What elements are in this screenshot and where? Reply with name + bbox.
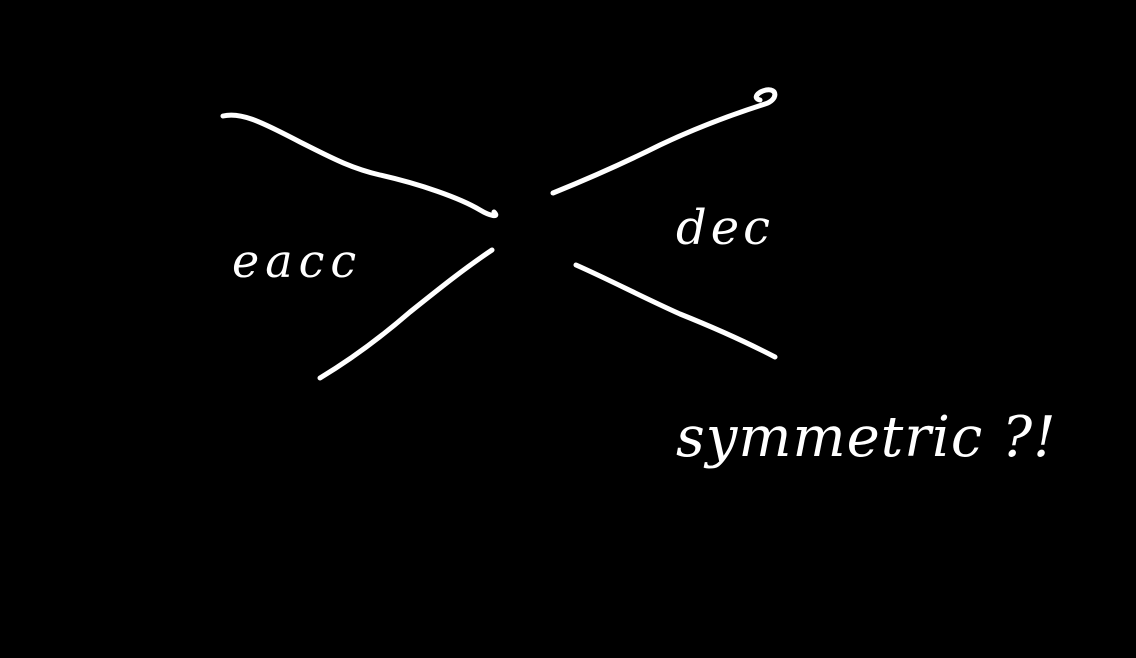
- encoder-upper-stroke: [220, 112, 499, 219]
- decoder-lower-stroke: [573, 262, 778, 360]
- encoder-label: eacc: [232, 234, 363, 288]
- decoder-upper-stroke: [550, 87, 778, 196]
- symmetric-question-label: symmetric ?!: [676, 405, 1057, 470]
- encoder-lower-stroke: [317, 247, 495, 381]
- decoder-label: dec: [676, 200, 775, 256]
